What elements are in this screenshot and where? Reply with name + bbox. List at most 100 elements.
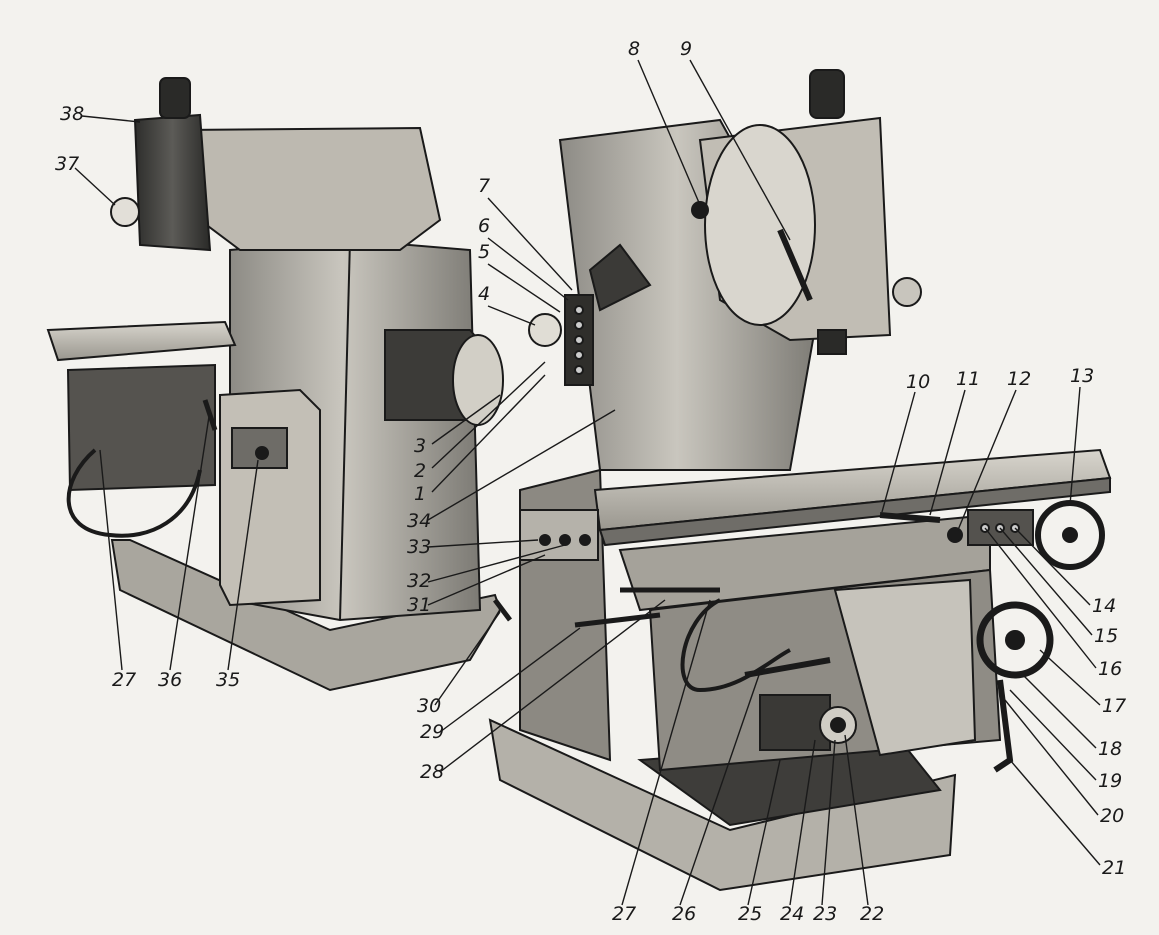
leader-line-33 — [427, 539, 539, 548]
callout-31: 31 — [407, 594, 431, 616]
leader-line-36 — [169, 409, 211, 671]
leader-line-26 — [679, 671, 761, 906]
knee-front — [833, 578, 977, 757]
handwheel-head — [892, 277, 922, 307]
leader-line-34 — [427, 409, 616, 521]
callout-34: 34 — [407, 510, 431, 532]
right-base — [488, 718, 957, 892]
callout-23: 23 — [813, 903, 837, 925]
lever-29 — [574, 612, 661, 628]
leader-line-9 — [689, 59, 791, 241]
leader-line-24 — [789, 739, 816, 906]
callout-27-left: 27 — [112, 669, 136, 691]
leader-line-2 — [431, 361, 546, 469]
callout-35: 35 — [216, 669, 240, 691]
cable-27-right — [680, 598, 791, 693]
callout-18: 18 — [1098, 738, 1122, 760]
callout-labels: 1 2 3 4 5 6 7 8 9 10 11 12 13 14 15 16 1… — [55, 38, 1126, 925]
leader-line-25 — [747, 759, 781, 906]
leader-line-1 — [431, 374, 546, 493]
leader-line-5 — [487, 263, 561, 313]
callout-29: 29 — [420, 721, 444, 743]
leader-line-11 — [929, 389, 966, 516]
lever-30 — [493, 598, 512, 622]
leader-line-16 — [984, 527, 1097, 669]
callout-30: 30 — [417, 695, 441, 717]
leader-line-13 — [1069, 386, 1081, 506]
leader-line-35 — [227, 459, 259, 671]
leader-line-28 — [439, 599, 666, 773]
leader-line-18 — [1019, 671, 1097, 749]
callout-15: 15 — [1094, 625, 1118, 647]
callout-22: 22 — [860, 903, 884, 925]
handwheel-37 — [110, 197, 140, 227]
callout-1: 1 — [414, 483, 426, 505]
callout-7: 7 — [478, 175, 490, 197]
leader-lines — [74, 59, 1101, 906]
leader-line-37 — [74, 167, 116, 206]
leader-line-31 — [427, 554, 546, 606]
callout-37: 37 — [55, 153, 79, 175]
lamp-bracket — [588, 243, 652, 312]
lever-10-11 — [879, 512, 941, 523]
leader-line-20 — [1004, 699, 1099, 816]
knob-12 — [947, 527, 963, 543]
leader-line-21 — [1009, 759, 1101, 866]
callout-21: 21 — [1102, 857, 1126, 879]
leader-line-14 — [1014, 527, 1091, 606]
callout-20: 20 — [1100, 805, 1124, 827]
left-cabinet — [219, 388, 321, 607]
left-spindle-head — [133, 113, 212, 252]
callout-25: 25 — [738, 903, 762, 925]
leader-line-32 — [427, 544, 566, 583]
switch-35 — [255, 446, 269, 460]
leader-line-30 — [434, 611, 501, 706]
leader-line-27r — [621, 599, 711, 906]
leader-line-12 — [957, 389, 1017, 531]
callout-8: 8 — [628, 38, 640, 60]
callout-13: 13 — [1070, 365, 1094, 387]
callout-10: 10 — [906, 371, 930, 393]
front-view-machine — [488, 69, 1112, 892]
leader-line-23 — [821, 739, 836, 906]
left-table — [46, 320, 237, 362]
callout-19: 19 — [1098, 770, 1122, 792]
leader-line-4 — [487, 305, 536, 326]
leader-line-19 — [1009, 689, 1097, 781]
leader-line-38 — [81, 115, 141, 123]
lever-36 — [202, 399, 218, 431]
left-overarm — [178, 126, 442, 251]
cable-27-left — [66, 448, 202, 538]
leader-line-8 — [637, 59, 701, 206]
callout-5: 5 — [478, 241, 490, 263]
callout-26: 26 — [672, 903, 696, 925]
lever-9 — [777, 228, 813, 302]
callout-2: 2 — [414, 460, 426, 482]
leader-line-3 — [431, 394, 501, 445]
leader-line-22 — [844, 734, 869, 906]
callout-27-right: 27 — [612, 903, 636, 925]
callout-9: 9 — [680, 38, 692, 60]
callout-6: 6 — [478, 215, 490, 237]
leader-line-17 — [1039, 649, 1101, 706]
handwheel-17 — [976, 601, 1054, 679]
knob-8 — [691, 201, 709, 219]
callout-14: 14 — [1092, 595, 1116, 617]
callout-12: 12 — [1007, 368, 1031, 390]
leader-line-27l — [99, 449, 123, 671]
leader-line-10 — [881, 391, 916, 513]
callout-3: 3 — [414, 435, 426, 457]
callout-38: 38 — [60, 103, 84, 125]
leader-line-6 — [487, 237, 569, 301]
callout-24: 24 — [780, 903, 804, 925]
feed-box — [759, 694, 831, 751]
callout-17: 17 — [1102, 695, 1126, 717]
callout-28: 28 — [420, 761, 444, 783]
callout-16: 16 — [1098, 658, 1122, 680]
leader-line-29 — [439, 627, 581, 733]
callout-4: 4 — [478, 283, 490, 305]
leader-line-15 — [999, 527, 1093, 636]
callout-32: 32 — [407, 570, 431, 592]
